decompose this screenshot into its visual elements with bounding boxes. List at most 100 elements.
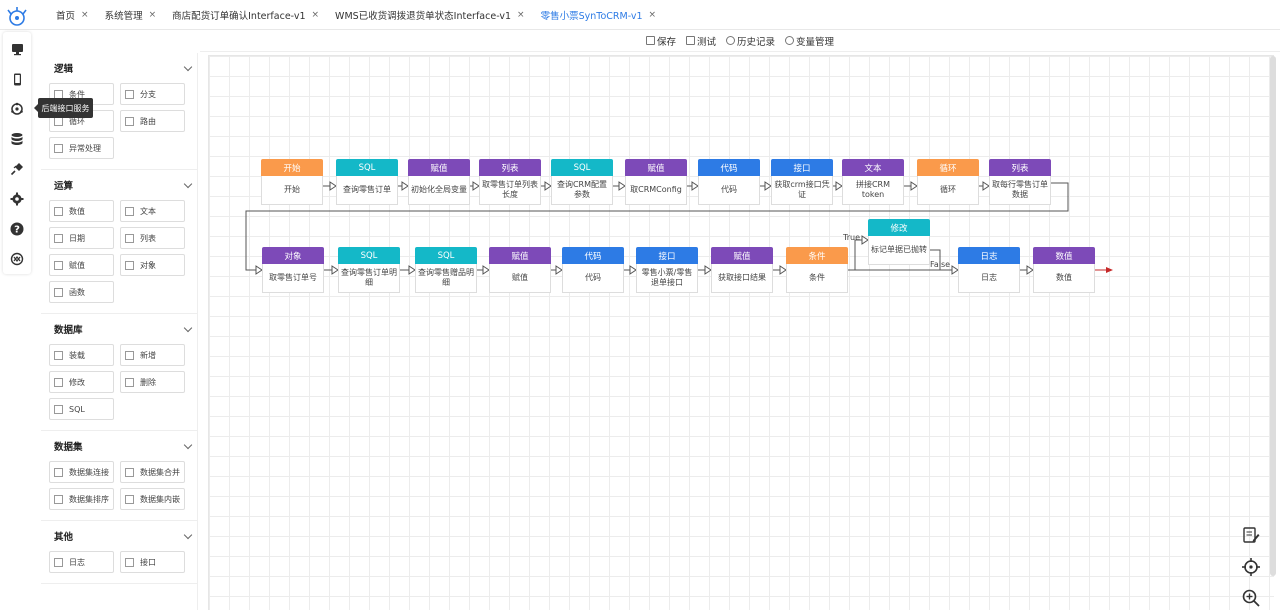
node-label: 赋值 <box>489 264 551 293</box>
node-list-row-data[interactable]: 列表取每行零售订单数据 <box>989 159 1051 205</box>
node-text-concat-token[interactable]: 文本拼接CRM token <box>842 159 904 205</box>
component-api[interactable]: 接口 <box>120 551 185 573</box>
component-function[interactable]: 函数 <box>49 281 114 303</box>
tab-wms-return-status[interactable]: WMS已收货调拨退货单状态Interface-v1× <box>327 0 533 30</box>
component-date[interactable]: 日期 <box>49 227 114 249</box>
chevron-down-icon[interactable] <box>183 530 193 539</box>
component-dataset-merge[interactable]: 数据集合并 <box>120 461 185 483</box>
node-number[interactable]: 数值数值 <box>1033 247 1095 293</box>
section-header[interactable]: 逻辑 <box>41 53 197 83</box>
close-icon[interactable]: × <box>81 10 89 20</box>
tab-store-order-confirm[interactable]: 商店配货订单确认Interface-v1× <box>164 0 327 30</box>
load-icon <box>54 350 63 360</box>
close-icon[interactable]: × <box>648 10 657 20</box>
node-assign[interactable]: 赋值赋值 <box>489 247 551 293</box>
database-icon[interactable] <box>8 130 26 148</box>
node-loop[interactable]: 循环循环 <box>917 159 979 205</box>
test-button[interactable]: 测试 <box>685 34 716 48</box>
node-code-1[interactable]: 代码代码 <box>698 159 760 205</box>
node-label: 日志 <box>958 264 1020 293</box>
node-object-order-no[interactable]: 对象取零售订单号 <box>262 247 324 293</box>
node-assign-api-result[interactable]: 赋值获取接口结果 <box>711 247 773 293</box>
component-exception[interactable]: 异常处理 <box>49 137 114 159</box>
component-panel: 逻辑 条件 分支 循环 路由 异常处理 运算 数值 文本 日期 列表 赋值 对象… <box>41 53 198 610</box>
close-icon[interactable]: × <box>517 10 525 20</box>
component-label: 函数 <box>69 287 85 297</box>
section-database: 数据库 装载 新增 修改 删除 SQL <box>41 314 197 431</box>
tab-system-admin[interactable]: 系统管理 × <box>97 0 165 30</box>
component-branch[interactable]: 分支 <box>120 83 185 105</box>
chevron-down-icon[interactable] <box>183 179 193 188</box>
monitor-icon[interactable] <box>8 40 26 58</box>
node-api-retail-receipt[interactable]: 接口零售小票/零售退单接口 <box>636 247 698 293</box>
flow-canvas[interactable] <box>208 55 1274 610</box>
backend-service-icon[interactable] <box>8 100 26 118</box>
node-assign-init-vars[interactable]: 赋值初始化全局变量 <box>408 159 470 205</box>
save-button[interactable]: 保存 <box>645 34 676 48</box>
component-dataset-join[interactable]: 数据集连接 <box>49 461 114 483</box>
gear-icon[interactable] <box>8 190 26 208</box>
help-icon[interactable]: ? <box>8 220 26 238</box>
component-object[interactable]: 对象 <box>120 254 185 276</box>
component-list[interactable]: 列表 <box>120 227 185 249</box>
component-text[interactable]: 文本 <box>120 200 185 222</box>
section-header[interactable]: 数据库 <box>41 314 197 344</box>
component-delete[interactable]: 删除 <box>120 371 185 393</box>
vertical-scrollbar[interactable] <box>1270 56 1276 576</box>
component-label: 条件 <box>69 89 85 99</box>
plug-icon[interactable] <box>8 160 26 178</box>
history-button[interactable]: 历史记录 <box>726 34 775 48</box>
zoom-in-icon[interactable] <box>1240 587 1262 609</box>
section-header[interactable]: 其他 <box>41 521 197 551</box>
ai-icon[interactable] <box>8 250 26 268</box>
section-header[interactable]: 运算 <box>41 170 197 200</box>
node-code-2[interactable]: 代码代码 <box>562 247 624 293</box>
app-logo[interactable] <box>6 5 28 27</box>
component-dataset-sort[interactable]: 数据集排序 <box>49 488 114 510</box>
node-start[interactable]: 开始开始 <box>261 159 323 205</box>
component-route[interactable]: 路由 <box>120 110 185 132</box>
node-api-crm-token[interactable]: 接口获取crm接口凭证 <box>771 159 833 205</box>
component-load[interactable]: 装载 <box>49 344 114 366</box>
clock-icon <box>726 36 735 45</box>
component-label: 删除 <box>140 377 156 387</box>
chevron-down-icon[interactable] <box>183 62 193 71</box>
node-modify-mark-sent[interactable]: 修改标记单据已抛转 <box>868 219 930 265</box>
node-condition[interactable]: 条件条件 <box>786 247 848 293</box>
locate-icon[interactable] <box>1240 556 1262 578</box>
mobile-icon[interactable] <box>8 70 26 88</box>
list-icon <box>125 233 134 243</box>
node-label: 数值 <box>1033 264 1095 293</box>
component-insert[interactable]: 新增 <box>120 344 185 366</box>
component-label: 数据集内嵌 <box>140 494 180 504</box>
tab-label: 系统管理 <box>104 11 143 22</box>
component-update[interactable]: 修改 <box>49 371 114 393</box>
component-label: 循环 <box>69 116 85 126</box>
chevron-down-icon[interactable] <box>183 440 193 449</box>
component-assign[interactable]: 赋值 <box>49 254 114 276</box>
chevron-down-icon[interactable] <box>183 323 193 332</box>
node-assign-crmconfig[interactable]: 赋值取CRMConfig <box>625 159 687 205</box>
tab-home[interactable]: 首页× <box>48 0 97 30</box>
close-icon[interactable]: × <box>311 10 320 20</box>
variables-button[interactable]: 变量管理 <box>785 34 834 48</box>
component-dataset-nest[interactable]: 数据集内嵌 <box>120 488 185 510</box>
close-icon[interactable]: × <box>148 10 157 20</box>
component-sql[interactable]: SQL <box>49 398 114 420</box>
tab-retail-receipt-crm[interactable]: 零售小票SynToCRM-v1× <box>533 0 665 30</box>
node-label: 代码 <box>698 176 760 205</box>
component-label: SQL <box>69 404 85 414</box>
component-label: 装载 <box>69 350 85 360</box>
component-number[interactable]: 数值 <box>49 200 114 222</box>
edit-notes-icon[interactable] <box>1240 524 1262 546</box>
component-log[interactable]: 日志 <box>49 551 114 573</box>
insert-icon <box>125 350 134 360</box>
node-type: 赋值 <box>711 247 773 264</box>
node-log[interactable]: 日志日志 <box>958 247 1020 293</box>
section-header[interactable]: 数据集 <box>41 431 197 461</box>
node-list-length[interactable]: 列表取零售订单列表长度 <box>479 159 541 205</box>
